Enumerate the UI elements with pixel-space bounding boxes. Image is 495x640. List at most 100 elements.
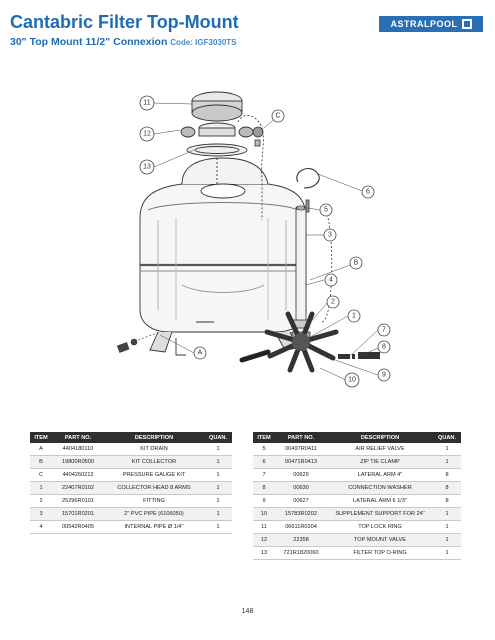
cell-quantity: 1: [204, 455, 232, 469]
table-header-row: ITEM PART NO. DESCRIPTION QUAN.: [30, 432, 232, 443]
table-header-row: ITEM PART NO. DESCRIPTION QUAN.: [253, 432, 461, 443]
svg-text:5: 5: [324, 207, 328, 214]
svg-text:8: 8: [382, 344, 386, 351]
drain-kit: [116, 331, 161, 353]
cell-quantity: 8: [433, 481, 461, 495]
col-description: DESCRIPTION: [104, 432, 204, 443]
cell-item: A: [30, 443, 52, 456]
cell-description: PRESSURE GAUGE KIT: [104, 468, 204, 482]
page-number: 148: [241, 608, 254, 615]
svg-text:11: 11: [143, 100, 150, 107]
callout-1: 1: [347, 309, 361, 323]
filter-tank: [139, 157, 307, 356]
arm-accessories: [292, 333, 380, 359]
cell-description: INTERNAL PIPE Ø 1/4": [104, 520, 204, 534]
cell-description: ZIP TIE CLAMP: [327, 455, 433, 469]
callout-4: 4: [324, 273, 338, 287]
cell-quantity: 1: [433, 455, 461, 469]
cell-quantity: 8: [433, 494, 461, 508]
cell-part-no: 00629: [275, 468, 327, 482]
callout-markers: 11 12 13 C 6 5 3 B 4 2 1 7 8 9 10 A: [139, 95, 391, 388]
cell-part-no: 22358: [275, 533, 327, 547]
cell-quantity: 8: [433, 468, 461, 482]
cell-item: 9: [253, 494, 275, 508]
cell-description: KIT COLLECTOR: [104, 455, 204, 469]
cell-description: FILTER TOP O-RING: [327, 546, 433, 560]
cell-item: 4: [30, 520, 52, 534]
callout-B: B: [349, 256, 363, 270]
cell-description: KIT DRAIN: [104, 443, 204, 456]
svg-text:1: 1: [352, 313, 356, 320]
col-part-no: PART NO.: [275, 432, 327, 443]
svg-text:4: 4: [329, 277, 333, 284]
callout-11: 11: [139, 95, 155, 111]
product-code: Code: IGF3030TS: [170, 38, 237, 47]
svg-text:B: B: [354, 260, 359, 267]
cell-quantity: 1: [433, 533, 461, 547]
cell-part-no: 06611R0204: [275, 520, 327, 534]
callout-A: A: [193, 346, 207, 360]
subtitle-text: 30" Top Mount 11/2" Connexion: [10, 36, 168, 48]
col-item: ITEM: [253, 432, 275, 443]
cell-quantity: 1: [204, 443, 232, 456]
cell-part-no: 00471R0413: [275, 455, 327, 469]
cell-quantity: 1: [204, 468, 232, 482]
col-quantity: QUAN.: [204, 432, 232, 443]
svg-text:9: 9: [382, 372, 386, 379]
cell-item: 12: [253, 533, 275, 547]
cell-item: 8: [253, 481, 275, 495]
cell-part-no: 00542R0405: [52, 520, 104, 534]
svg-text:7: 7: [382, 327, 386, 334]
callout-9: 9: [377, 368, 391, 382]
cell-description: SUPPLEMENT SUPPORT FOR 24": [327, 507, 433, 521]
pressure-gauge-kit: [237, 115, 264, 220]
cell-part-no: 25296R0101: [52, 494, 104, 508]
svg-text:A: A: [198, 350, 203, 357]
callout-3: 3: [323, 228, 337, 242]
callout-12: 12: [139, 126, 155, 142]
callout-5: 5: [319, 203, 333, 217]
cell-part-no: 4404260212: [52, 468, 104, 482]
cell-item: 6: [253, 455, 275, 469]
callout-8: 8: [377, 340, 391, 354]
cell-quantity: 1: [433, 507, 461, 521]
cell-description: 2" PVC PIPE (6106050): [104, 507, 204, 521]
callout-C: C: [271, 109, 285, 123]
cell-item: 11: [253, 520, 275, 534]
cell-item: 5: [253, 443, 275, 456]
cell-quantity: 1: [204, 520, 232, 534]
svg-text:6: 6: [366, 189, 370, 196]
callout-10: 10: [344, 372, 360, 388]
cell-description: TOP MOUNT VALVE: [327, 533, 433, 547]
svg-text:3: 3: [328, 232, 332, 239]
cell-description: COLLECTOR HEAD 8 ARMS: [104, 481, 204, 495]
cell-part-no: 00630: [275, 481, 327, 495]
cell-quantity: 1: [204, 507, 232, 521]
cell-quantity: 1: [433, 443, 461, 456]
leader-lines: [153, 102, 379, 381]
exploded-diagram: 11 12 13 C 6 5 3 B 4 2 1 7 8 9 10 A: [116, 91, 391, 388]
cell-part-no: 4404180110: [52, 443, 104, 456]
cell-part-no: 721R1820060: [275, 546, 327, 560]
cell-description: LATERAL ARM 6 1/3": [327, 494, 433, 508]
top-mount-valve-parts: [180, 91, 254, 184]
brand-name: ASTRALPOOL: [390, 19, 458, 29]
callout-13: 13: [139, 159, 155, 175]
cell-description: CONNECTION WASHER: [327, 481, 433, 495]
brand-mark-icon: [461, 19, 472, 29]
